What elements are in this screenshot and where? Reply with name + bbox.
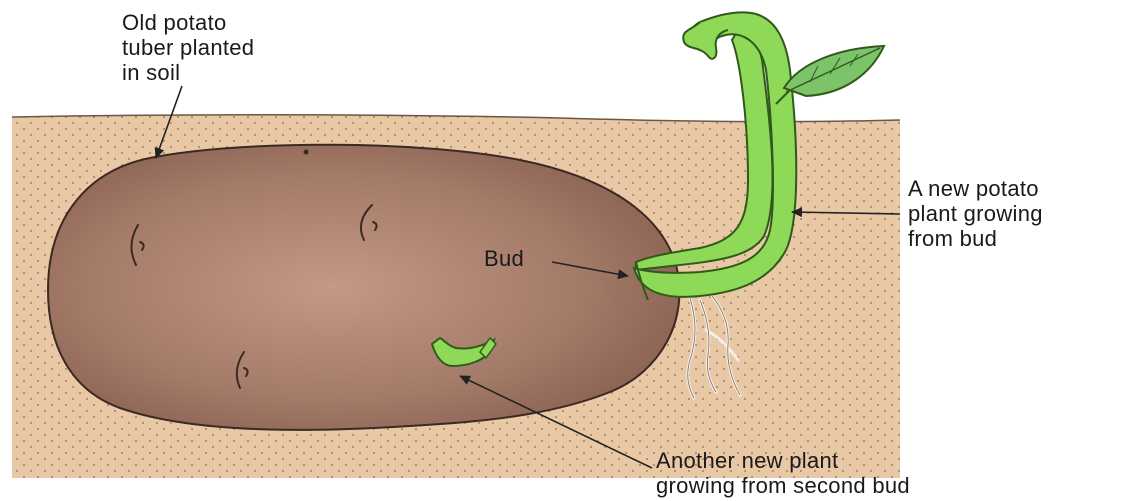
- label-bud: Bud: [484, 246, 524, 271]
- label-new-plant: A new potato plant growing from bud: [908, 176, 1043, 251]
- potato-tuber: [48, 145, 679, 430]
- label-second-plant: Another new plant growing from second bu…: [656, 448, 910, 498]
- label-old-tuber: Old potato tuber planted in soil: [122, 10, 254, 85]
